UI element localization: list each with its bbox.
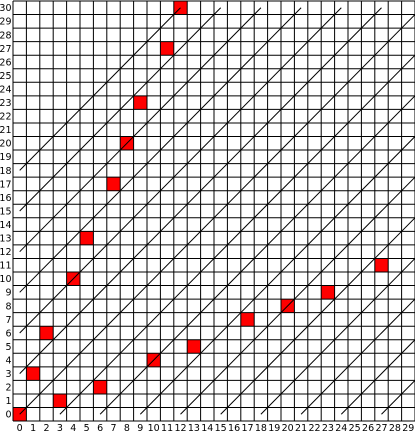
x-label-27: 27 (375, 423, 387, 434)
y-label-9: 9 (5, 288, 11, 299)
highlighted-cell-6-2 (93, 380, 107, 394)
y-label-7: 7 (5, 315, 11, 326)
x-label-18: 18 (255, 423, 267, 434)
highlighted-cell-13-5 (187, 339, 201, 354)
diagonal-line-offset-9 (19, 7, 302, 293)
y-label-28: 28 (0, 30, 12, 41)
y-label-18: 18 (0, 166, 12, 177)
diagonal-line-offset--3 (59, 54, 415, 415)
x-label-29: 29 (402, 423, 414, 434)
x-label-16: 16 (228, 423, 240, 434)
diagonal-line-offset-3 (19, 7, 382, 374)
x-label-2: 2 (43, 423, 49, 434)
y-label-26: 26 (0, 57, 12, 68)
x-label-14: 14 (201, 423, 213, 434)
x-label-17: 17 (241, 423, 253, 434)
x-label-23: 23 (322, 423, 334, 434)
x-label-8: 8 (124, 423, 130, 434)
y-label-27: 27 (0, 44, 12, 55)
y-label-2: 2 (5, 383, 11, 394)
y-label-5: 5 (5, 342, 11, 353)
y-label-25: 25 (0, 71, 12, 82)
diagonal-line-offset--12 (180, 176, 415, 415)
x-label-22: 22 (308, 423, 320, 434)
highlighted-cell-27-11 (374, 258, 389, 272)
x-label-10: 10 (148, 423, 160, 434)
x-label-26: 26 (362, 423, 374, 434)
highlighted-cell-1-3 (26, 366, 40, 381)
y-label-23: 23 (0, 98, 12, 109)
diagonal-line-offset-0 (19, 13, 415, 415)
y-label-13: 13 (0, 234, 12, 245)
diagonal-lines (19, 7, 415, 415)
diagonal-line-offset-6 (19, 7, 342, 334)
x-label-15: 15 (215, 423, 227, 434)
diagonal-line-offset-15 (19, 7, 222, 212)
x-label-12: 12 (174, 423, 186, 434)
diagonal-line-offset-12 (19, 7, 262, 253)
y-axis-labels: 0123456789101112131415161718192021222324… (0, 3, 12, 421)
x-label-3: 3 (57, 423, 63, 434)
y-label-1: 1 (5, 396, 11, 407)
x-label-13: 13 (188, 423, 200, 434)
y-label-30: 30 (0, 3, 12, 14)
x-label-19: 19 (268, 423, 280, 434)
x-label-25: 25 (349, 423, 361, 434)
x-label-20: 20 (282, 423, 294, 434)
highlighted-cell-23-9 (321, 285, 335, 300)
x-label-7: 7 (110, 423, 116, 434)
y-label-10: 10 (0, 274, 12, 285)
y-label-11: 11 (0, 261, 12, 272)
y-label-14: 14 (0, 220, 12, 231)
x-label-5: 5 (84, 423, 90, 434)
highlighted-cell-2-6 (39, 326, 54, 340)
y-label-24: 24 (0, 84, 12, 95)
grid-lines (12, 0, 415, 422)
x-label-0: 0 (17, 423, 23, 434)
diagonal-line-offset--15 (220, 217, 415, 415)
highlighted-cell-17-7 (240, 312, 255, 327)
x-label-6: 6 (97, 423, 103, 434)
x-label-11: 11 (161, 423, 173, 434)
y-label-22: 22 (0, 112, 12, 123)
diagonal-line-offset--27 (381, 379, 415, 415)
diagonal-line-offset--21 (300, 298, 415, 415)
y-label-17: 17 (0, 179, 12, 190)
y-label-3: 3 (5, 369, 11, 380)
y-label-16: 16 (0, 193, 12, 204)
diagonal-line-offset-18 (19, 7, 181, 171)
y-label-6: 6 (5, 328, 11, 339)
y-label-19: 19 (0, 152, 12, 163)
x-label-9: 9 (137, 423, 143, 434)
highlighted-cell-5-13 (80, 231, 94, 245)
diagonal-line-offset--6 (99, 95, 415, 415)
diagonal-line-offset--24 (340, 339, 415, 415)
highlighted-cell-3-1 (53, 393, 67, 408)
diagonal-line-offset--9 (139, 135, 415, 415)
highlighted-cell-11-27 (160, 41, 174, 56)
y-label-15: 15 (0, 206, 12, 217)
x-label-24: 24 (335, 423, 347, 434)
x-label-28: 28 (389, 423, 401, 434)
y-label-0: 0 (5, 410, 11, 421)
y-label-4: 4 (5, 355, 11, 366)
x-label-21: 21 (295, 423, 307, 434)
x-label-1: 1 (30, 423, 36, 434)
y-label-8: 8 (5, 301, 11, 312)
diagonal-line-offset--18 (260, 257, 415, 415)
y-label-20: 20 (0, 139, 12, 150)
y-label-29: 29 (0, 17, 12, 28)
highlighted-cell-7-17 (106, 177, 121, 191)
y-label-12: 12 (0, 247, 12, 258)
highlighted-cell-9-23 (133, 95, 147, 110)
y-label-21: 21 (0, 125, 12, 136)
x-label-4: 4 (70, 423, 76, 434)
